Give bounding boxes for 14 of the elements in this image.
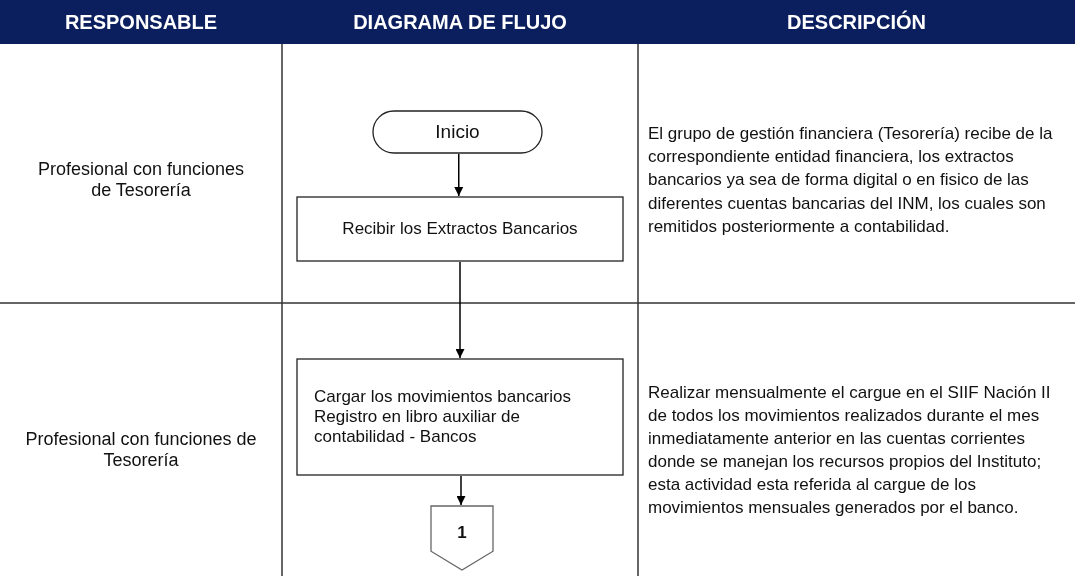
- role-text: Profesional con funciones de Tesorería: [36, 159, 246, 201]
- column-header: RESPONSABLE: [64, 10, 218, 34]
- description-text: Realizar mensualmente el cargue en el SIIF Nación II de todos los movimientos realizados durante el mes inmediatamente anterior en las cuentas corrientes donde se manejan los recursos propios del Instituto; esta actividad esta referida al cargue de los movimientos mensuales generados por el banco.: [648, 381, 1052, 520]
- description-text: El grupo de gestión financiera (Tesorería) recibe de la correspondiente entidad financiera, los extractos bancarios ya sea de forma digital o en fisico de las diferentes cuentas bancarias del INM, los cuales son remitidos posteriormente a contabilidad.: [648, 123, 1054, 238]
- arrow: [454, 153, 464, 197]
- start-terminal: Inicio: [372, 110, 543, 154]
- arrow: [456, 475, 466, 506]
- column-header: DIAGRAMA DE FLUJO: [353, 10, 567, 34]
- column-header: DESCRIPCIÓN: [787, 10, 926, 34]
- off-page-connector: 1: [430, 505, 494, 571]
- process-box: Cargar los movimientos bancarios Registro en libro auxiliar de contabilidad - Bancos: [296, 358, 624, 476]
- arrow: [455, 261, 465, 359]
- role-text: Profesional con funciones de Tesorería: [24, 429, 258, 471]
- process-box: Recibir los Extractos Bancarios: [296, 196, 624, 262]
